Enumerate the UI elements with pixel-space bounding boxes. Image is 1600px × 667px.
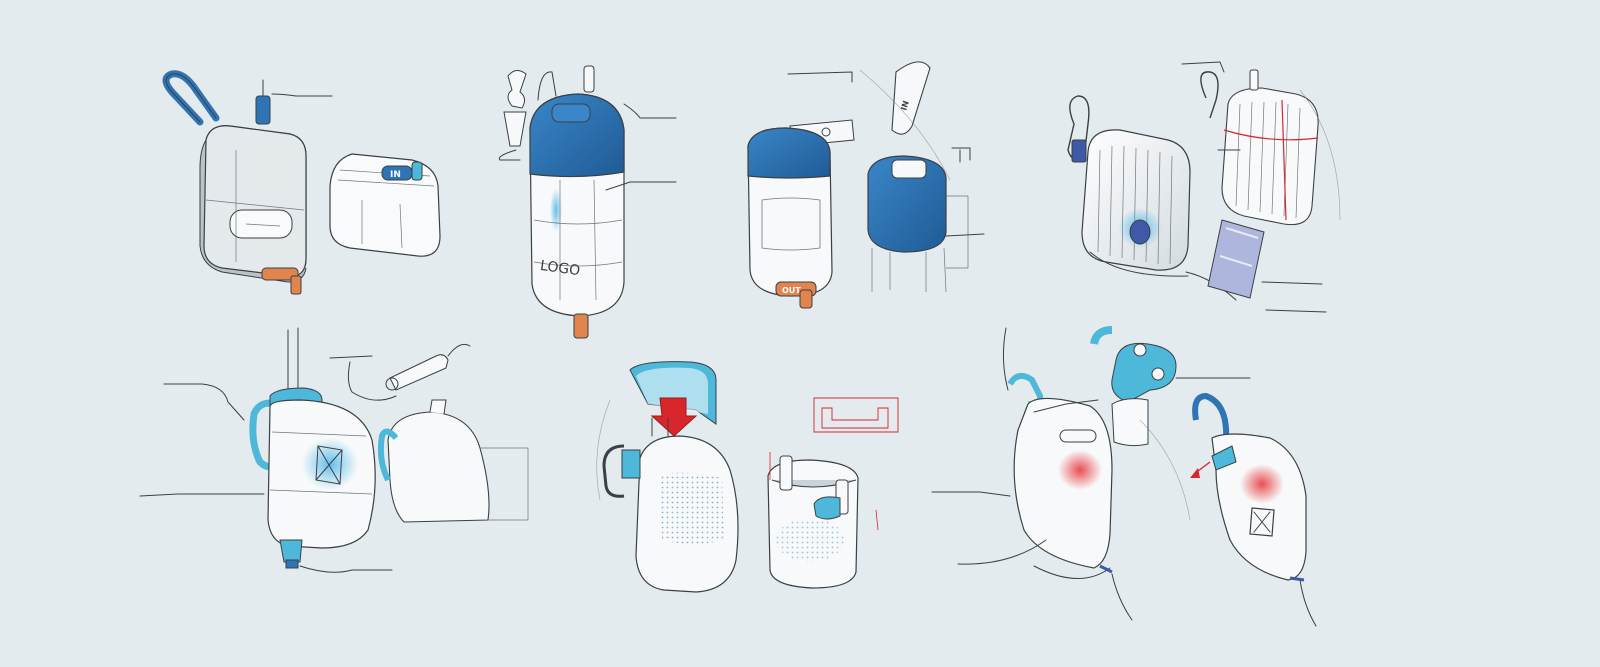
sketch-4-hanger-device [1067, 61, 1327, 313]
sketch-2-capsule-bag: LOGO [498, 65, 677, 339]
in-marking-1: IN [390, 170, 401, 180]
sketch-1-in-cap: IN [329, 153, 441, 257]
sketch-7-teardrop-bags [931, 326, 1317, 627]
sketch-3-blue-clip-device: IN OUT [747, 61, 985, 309]
sketch-6-lid-and-bag [602, 361, 899, 593]
sketch-1-grey-device [162, 70, 333, 295]
logo-marking: LOGO [539, 258, 581, 279]
construction-lines [596, 69, 1341, 521]
in-marking-2: IN [899, 100, 911, 112]
out-marking: OUT [782, 286, 801, 295]
sketch-5-handle-bag [139, 327, 529, 573]
